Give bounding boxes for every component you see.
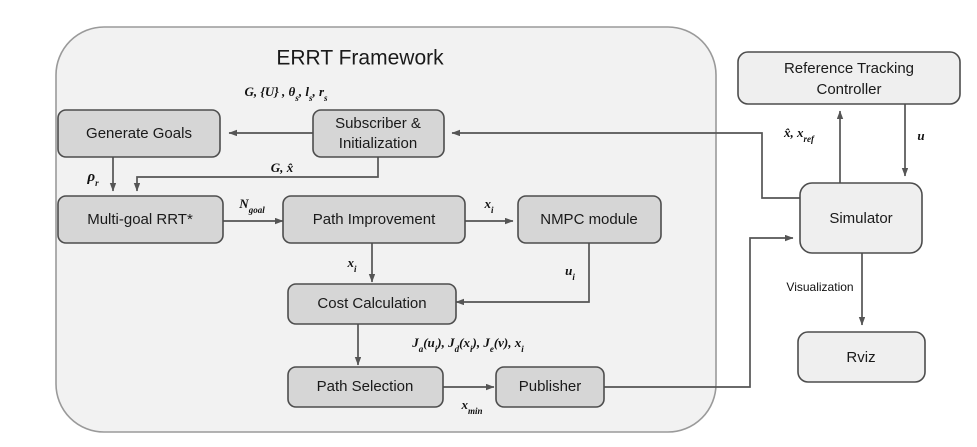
node-publisher[interactable]: Publisher <box>495 366 605 408</box>
node-multi-goal-rrt-label: Multi-goal RRT* <box>87 211 193 228</box>
node-nmpc-module-label: NMPC module <box>540 211 638 228</box>
edge-publisher-to-simulator <box>604 234 794 388</box>
node-subscriber-label-line2: Initialization <box>339 135 417 152</box>
node-generate-goals[interactable]: Generate Goals <box>57 109 221 158</box>
node-rviz-label: Rviz <box>846 349 875 366</box>
node-reference-tracking-controller-label-line2: Controller <box>816 81 881 98</box>
edge-label-cost-calculation-to-path-selection: Ja(ui), Jd(xi), Je(v), xi <box>411 335 524 354</box>
node-simulator-label: Simulator <box>829 210 892 227</box>
edge-simulator-to-subscriber <box>451 129 800 199</box>
edge-label-path-selection-to-publisher: xmin <box>460 397 482 416</box>
node-multi-goal-rrt[interactable]: Multi-goal RRT* <box>57 195 224 244</box>
node-cost-calculation[interactable]: Cost Calculation <box>287 283 457 325</box>
edge-label-nmpc-to-cost-calculation: ui <box>565 263 575 282</box>
external-node-layer: Reference Tracking Controller Simulator … <box>737 51 961 383</box>
edge-label-layer: G, {U} , θs, ls, rs ρr G, x̂ Ngoal xi xi… <box>86 84 924 416</box>
node-cost-calculation-label: Cost Calculation <box>317 295 426 312</box>
node-rviz[interactable]: Rviz <box>797 331 926 383</box>
node-path-improvement[interactable]: Path Improvement <box>282 195 466 244</box>
edge-label-simulator-to-rviz: Visualization <box>786 280 853 294</box>
edge-subscriber-to-multi-goal-rrt <box>133 157 379 192</box>
edge-nmpc-to-cost-calculation <box>455 243 590 306</box>
page-title: ERRT Framework <box>276 47 444 70</box>
edge-label-path-improvement-to-nmpc: xi <box>483 196 494 215</box>
edge-label-multi-goal-rrt-to-path-improvement: Ngoal <box>238 196 265 215</box>
node-subscriber-label-line1: Subscriber & <box>335 115 421 132</box>
node-path-selection[interactable]: Path Selection <box>287 366 444 408</box>
edge-layer <box>109 104 909 391</box>
node-publisher-label: Publisher <box>519 378 582 395</box>
node-path-improvement-label: Path Improvement <box>313 211 436 228</box>
node-reference-tracking-controller-label-line1: Reference Tracking <box>784 60 914 77</box>
node-subscriber[interactable]: Subscriber & Initialization <box>312 109 445 158</box>
edge-label-reference-tracking-controller-to-simulator: u <box>917 128 924 143</box>
edge-label-subscriber-to-generate-goals: G, {U} , θs, ls, rs <box>244 84 328 103</box>
node-simulator[interactable]: Simulator <box>799 182 923 254</box>
node-reference-tracking-controller[interactable]: Reference Tracking Controller <box>737 51 961 105</box>
node-nmpc-module[interactable]: NMPC module <box>517 195 662 244</box>
edge-label-simulator-to-reference-tracking-controller: x̂, xref <box>783 125 815 144</box>
edge-label-subscriber-to-multi-goal-rrt: G, x̂ <box>271 160 294 175</box>
errt-node-layer: Generate Goals Subscriber & Initializati… <box>57 109 662 408</box>
edge-label-generate-goals-to-multi-goal-rrt: ρr <box>86 169 99 188</box>
node-generate-goals-label: Generate Goals <box>86 125 192 142</box>
edge-label-path-improvement-to-cost-calculation: xi <box>346 255 357 274</box>
node-path-selection-label: Path Selection <box>317 378 414 395</box>
